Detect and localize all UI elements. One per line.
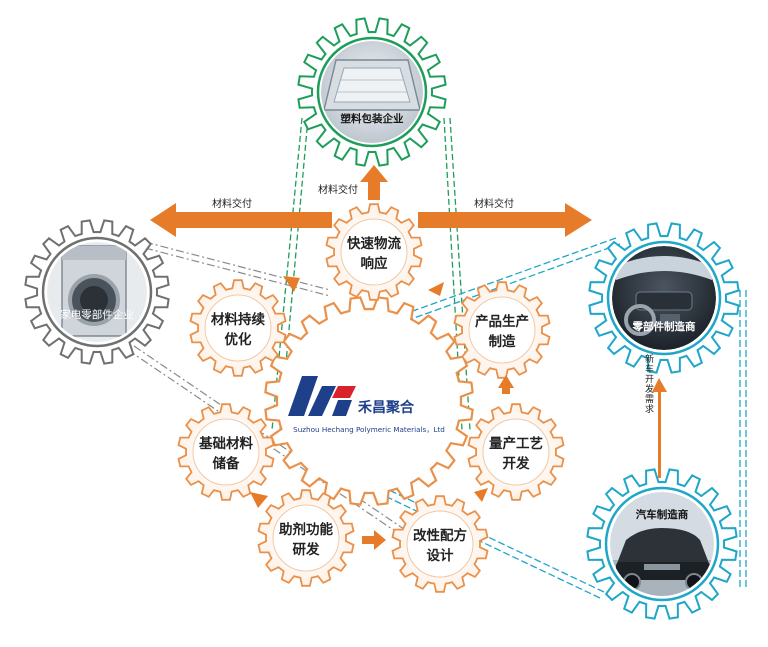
- plastic-tray-icon: [321, 41, 423, 143]
- process-arrows: [150, 165, 667, 550]
- process-step-gear-hub: [192, 418, 260, 486]
- process-step-text: 基础材料: [199, 435, 253, 452]
- washing-machine-icon: [47, 242, 147, 342]
- customer-gear-ring: [316, 36, 428, 148]
- process-step-gear-hub: [482, 418, 550, 486]
- flow-label-new-car: 新车开发需求: [643, 353, 654, 414]
- flow-label-deliver-top: 材料交付: [318, 183, 358, 196]
- process-step-text: 快速物流: [347, 235, 401, 252]
- customer-label-automaker: 汽车制造商: [636, 508, 689, 521]
- process-step-text: 研发: [293, 541, 320, 558]
- center-gear-shape: [264, 296, 474, 506]
- process-step-gear-hub: [204, 294, 272, 362]
- process-step-text: 量产工艺: [489, 435, 543, 452]
- process-step-text: 开发: [503, 455, 531, 472]
- customer-gear-ring: [41, 236, 153, 348]
- process-step-text: 设计: [427, 547, 454, 564]
- company-logo: [288, 376, 356, 416]
- company-name-en: Suzhou Hechang Polymeric Materials，Ltd: [293, 425, 445, 434]
- flow-label-deliver-right: 材料交付: [474, 197, 514, 210]
- process-step-text: 助剂功能: [279, 521, 333, 538]
- center-gear: [264, 296, 474, 506]
- suv-car-icon: [610, 492, 714, 596]
- process-step-gear-hub: [406, 510, 474, 578]
- customer-label-parts: 零部件制造商: [632, 320, 696, 333]
- process-step-text: 优化: [225, 331, 252, 348]
- customer-label-packaging: 塑料包装企业: [341, 112, 404, 125]
- flow-label-deliver-left: 材料交付: [212, 197, 252, 210]
- process-step-text: 储备: [212, 455, 240, 472]
- company-name-cn: 禾昌聚合: [358, 399, 415, 416]
- customer-label-appliance: 家电零部件企业: [60, 308, 134, 321]
- process-step-text: 响应: [361, 255, 388, 272]
- process-step-gears: 快速物流响应材料持续优化产品生产制造基础材料储备量产工艺开发助剂功能研发改性配方…: [177, 203, 565, 593]
- process-step-text: 制造: [489, 333, 517, 350]
- process-step-text: 改性配方: [413, 527, 467, 544]
- customer-gear-ring: [604, 486, 720, 602]
- customer-gear-ring: [606, 240, 722, 356]
- process-step-text: 材料持续: [211, 311, 265, 328]
- process-step-gear-hub: [340, 218, 408, 286]
- process-step-gear-hub: [468, 296, 536, 364]
- process-step-gear-hub: [272, 504, 340, 572]
- car-interior-icon: [612, 246, 716, 350]
- process-step-text: 产品生产: [475, 313, 529, 330]
